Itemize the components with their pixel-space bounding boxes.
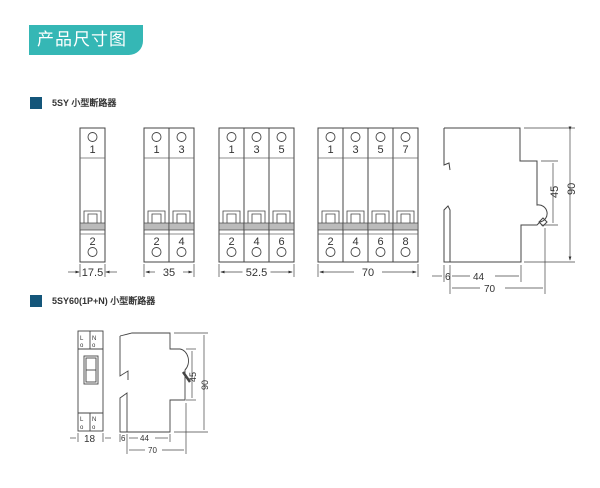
terminal-number-bottom: 4 xyxy=(253,236,259,248)
page-title-banner: 产品尺寸图 xyxy=(29,25,143,55)
terminal-screw-icon xyxy=(350,132,361,142)
dim-height-5sy: 90 xyxy=(566,183,578,195)
terminal-screw-icon xyxy=(87,247,98,257)
terminal-screw-icon xyxy=(375,132,386,142)
dim-width-label: 52.5 xyxy=(246,267,267,279)
dim-rail-5sy60: 45 xyxy=(188,372,198,382)
terminal-number-top: 5 xyxy=(377,144,383,156)
terminal-number-bottom: 6 xyxy=(377,236,383,248)
terminal-number-bottom: 2 xyxy=(153,236,159,248)
terminal-number-bottom: 4 xyxy=(178,236,184,248)
toggle-handle-icon xyxy=(222,210,241,223)
dim-depth-5sy60: 70 xyxy=(148,446,157,455)
toggle-handle-icon xyxy=(172,210,191,223)
terminal-screw-icon xyxy=(251,247,262,257)
section-title: 5SY60(1P+N) 小型断路器 xyxy=(52,296,156,306)
section-header-5sy60: 5SY60(1P+N) 小型断路器 xyxy=(30,294,155,307)
terminal-screw-icon xyxy=(226,132,237,142)
terminal-number-bottom: 2 xyxy=(89,236,95,248)
dim-height-5sy60: 90 xyxy=(200,380,210,390)
terminal-screw-icon xyxy=(276,132,287,142)
terminal-number-top: 7 xyxy=(402,144,408,156)
toggle-handle-icon xyxy=(321,210,340,223)
breaker-2p: 1 2 3 4 35 xyxy=(143,127,195,279)
terminal-mark: o xyxy=(80,425,84,431)
breaker-body xyxy=(218,127,295,263)
terminal-screw-icon xyxy=(375,247,386,257)
terminal-number-bottom: 2 xyxy=(327,236,333,248)
terminal-number-bottom: 8 xyxy=(402,236,408,248)
terminal-label-bottom-l: L xyxy=(80,417,84,423)
terminal-mark: o xyxy=(92,343,96,349)
section-title: 5SY 小型断路器 xyxy=(52,98,117,108)
terminal-screw-icon xyxy=(400,247,411,257)
dim-front-5sy60: 6 xyxy=(121,434,126,443)
terminal-label-top-l: L xyxy=(80,336,84,342)
terminal-mark: o xyxy=(92,425,96,431)
terminal-screw-icon xyxy=(276,247,287,257)
toggle-handle-icon xyxy=(247,210,266,223)
front-views-5sy: 1 2 17.5 1 2 3 4 35 1 2 3 4 5 6 52.5 1 2 3 4 5 6 7 8 70 xyxy=(68,127,419,279)
terminal-label-top-n: N xyxy=(92,336,96,342)
dim-depth-5sy: 70 xyxy=(484,284,496,295)
breaker-1p: 1 2 17.5 xyxy=(68,127,117,279)
front-view-5sy60 xyxy=(70,330,111,442)
terminal-screw-icon xyxy=(176,132,187,142)
toggle-handle-icon xyxy=(272,210,291,223)
side-view-5sy xyxy=(432,126,575,294)
terminal-screw-icon xyxy=(151,247,162,257)
terminal-number-bottom: 6 xyxy=(278,236,284,248)
terminal-number-top: 3 xyxy=(352,144,358,156)
toggle-handle-icon xyxy=(83,210,102,223)
dim-width-5sy60: 18 xyxy=(84,434,96,445)
section-header-5sy: 5SY 小型断路器 xyxy=(30,96,116,109)
terminal-number-top: 3 xyxy=(178,144,184,156)
terminal-screw-icon xyxy=(350,247,361,257)
dim-body-5sy60: 44 xyxy=(140,434,149,443)
section-marker-icon xyxy=(30,96,42,109)
terminal-screw-icon xyxy=(251,132,262,142)
terminal-screw-icon xyxy=(87,132,98,142)
terminal-number-top: 1 xyxy=(153,144,159,156)
terminal-number-bottom: 2 xyxy=(228,236,234,248)
dim-width-label: 35 xyxy=(163,267,175,279)
breaker-body xyxy=(79,127,106,263)
toggle-handle-icon xyxy=(396,210,415,223)
terminal-screw-icon xyxy=(176,247,187,257)
dim-width-label: 70 xyxy=(362,267,374,279)
terminal-screw-icon xyxy=(226,247,237,257)
section-marker-icon xyxy=(30,294,42,307)
dim-width-label: 17.5 xyxy=(82,267,103,279)
terminal-number-top: 1 xyxy=(327,144,333,156)
breaker-4p: 1 2 3 4 5 6 7 8 70 xyxy=(317,127,419,279)
terminal-screw-icon xyxy=(325,132,336,142)
terminal-screw-icon xyxy=(325,247,336,257)
terminal-number-bottom: 4 xyxy=(352,236,358,248)
terminal-screw-icon xyxy=(400,132,411,142)
toggle-handle-icon xyxy=(147,210,166,223)
terminal-number-top: 3 xyxy=(253,144,259,156)
terminal-number-top: 5 xyxy=(278,144,284,156)
dim-body-5sy: 44 xyxy=(473,272,485,283)
dim-front-5sy: 6 xyxy=(445,272,451,283)
toggle-handle-icon xyxy=(371,210,390,223)
toggle-handle-icon xyxy=(346,210,365,223)
breaker-3p: 1 2 3 4 5 6 52.5 xyxy=(218,127,295,279)
side-view-5sy60 xyxy=(119,332,208,454)
terminal-screw-icon xyxy=(151,132,162,142)
terminal-label-bottom-n: N xyxy=(92,417,96,423)
terminal-number-top: 1 xyxy=(228,144,234,156)
terminal-mark: o xyxy=(80,343,84,349)
dim-rail-5sy: 45 xyxy=(549,186,561,198)
terminal-number-top: 1 xyxy=(89,144,95,156)
